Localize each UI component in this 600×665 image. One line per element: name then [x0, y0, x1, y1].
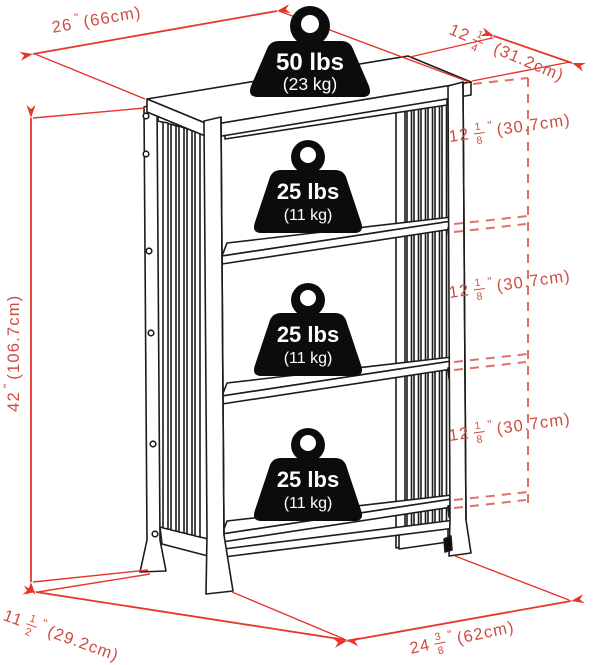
weight-icon: [253, 313, 363, 376]
dimension-label-height: 42" (106.7cm): [1, 294, 23, 412]
weight-badge-shelf-2: 25 lbs (11 kg): [253, 283, 363, 376]
weight-value: 25 lbs: [277, 322, 339, 347]
side-slat: [427, 98, 434, 531]
weight-metric: (11 kg): [284, 495, 333, 512]
leg-bracket: [443, 535, 453, 553]
weight-metric: (11 kg): [284, 350, 333, 367]
side-slat: [413, 100, 420, 533]
dimension-arrow-bottom-depth: [22, 573, 360, 647]
weight-icon: [253, 170, 363, 233]
side-slat: [170, 123, 177, 532]
front-right-leg: [443, 81, 472, 557]
weight-icon: [249, 41, 371, 97]
weight-value: 25 lbs: [277, 467, 339, 492]
side-slat: [406, 101, 413, 534]
right-side-panel: [395, 87, 449, 550]
dimension-arrow-height: [26, 105, 149, 595]
side-slat: [420, 99, 427, 532]
side-slat: [434, 97, 441, 530]
weight-badge-shelf-3: 25 lbs (11 kg): [253, 428, 363, 521]
weight-metric: (11 kg): [284, 207, 333, 224]
side-slat: [162, 121, 169, 530]
weight-metric: (23 kg): [283, 74, 337, 94]
weight-icon: [253, 458, 363, 521]
weight-value: 25 lbs: [277, 179, 339, 204]
side-slat: [441, 96, 448, 529]
side-slat: [186, 128, 193, 536]
side-slat: [178, 125, 185, 534]
weight-badge-shelf-1: 25 lbs (11 kg): [253, 140, 363, 233]
shelf-spacing-guide: [453, 77, 529, 509]
dimension-arrow-bottom-width: [333, 555, 585, 648]
weight-badge-top: 50 lbs (23 kg): [249, 6, 371, 97]
side-slat: [194, 130, 201, 538]
dimension-arrow-top-depth: [409, 27, 586, 82]
weight-value: 50 lbs: [276, 49, 344, 76]
left-side-panel: [139, 102, 209, 573]
weight-badges: 50 lbs (23 kg) 25 lbs (11 kg) 25 lbs (11…: [249, 6, 371, 521]
dimension-lines: [19, 4, 586, 648]
